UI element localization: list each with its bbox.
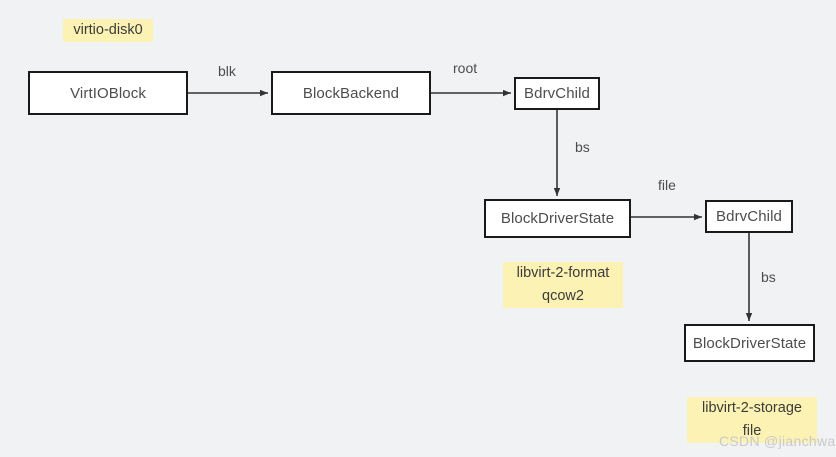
annotation-line: qcow2 bbox=[503, 285, 623, 308]
node-virtioblock[interactable]: VirtIOBlock bbox=[28, 71, 188, 115]
node-label: VirtIOBlock bbox=[70, 84, 146, 102]
edge-label-blk: blk bbox=[218, 63, 236, 79]
watermark: CSDN @jianchwa bbox=[719, 433, 836, 449]
edge-label-root: root bbox=[453, 60, 478, 76]
edge-label-bs-lower: bs bbox=[761, 269, 776, 285]
annotation-libvirt-2-storage: libvirt-2-storage file bbox=[687, 397, 817, 443]
annotation-virtio-disk0: virtio-disk0 bbox=[63, 19, 153, 42]
node-label: BdrvChild bbox=[524, 85, 590, 102]
annotation-line: virtio-disk0 bbox=[63, 19, 153, 42]
edge-label-file: file bbox=[658, 177, 676, 193]
node-label: BlockDriverState bbox=[500, 210, 615, 227]
node-bdrvchild-file[interactable]: BdrvChild bbox=[705, 200, 793, 233]
node-label: BlockDriverState bbox=[692, 334, 807, 352]
node-blockbackend[interactable]: BlockBackend bbox=[271, 71, 431, 115]
edge-label-bs-upper: bs bbox=[575, 139, 590, 155]
annotation-line: libvirt-2-format bbox=[503, 262, 623, 285]
node-bdrvchild-root[interactable]: BdrvChild bbox=[514, 77, 600, 110]
node-blockdriverstate-format[interactable]: BlockDriverState bbox=[484, 199, 631, 238]
node-label: BdrvChild bbox=[716, 208, 782, 225]
node-blockdriverstate-storage[interactable]: BlockDriverState bbox=[684, 324, 815, 362]
annotation-line: file bbox=[687, 420, 817, 443]
annotation-line: libvirt-2-storage bbox=[687, 397, 817, 420]
annotation-libvirt-2-format: libvirt-2-format qcow2 bbox=[503, 262, 623, 308]
node-label: BlockBackend bbox=[302, 84, 400, 102]
